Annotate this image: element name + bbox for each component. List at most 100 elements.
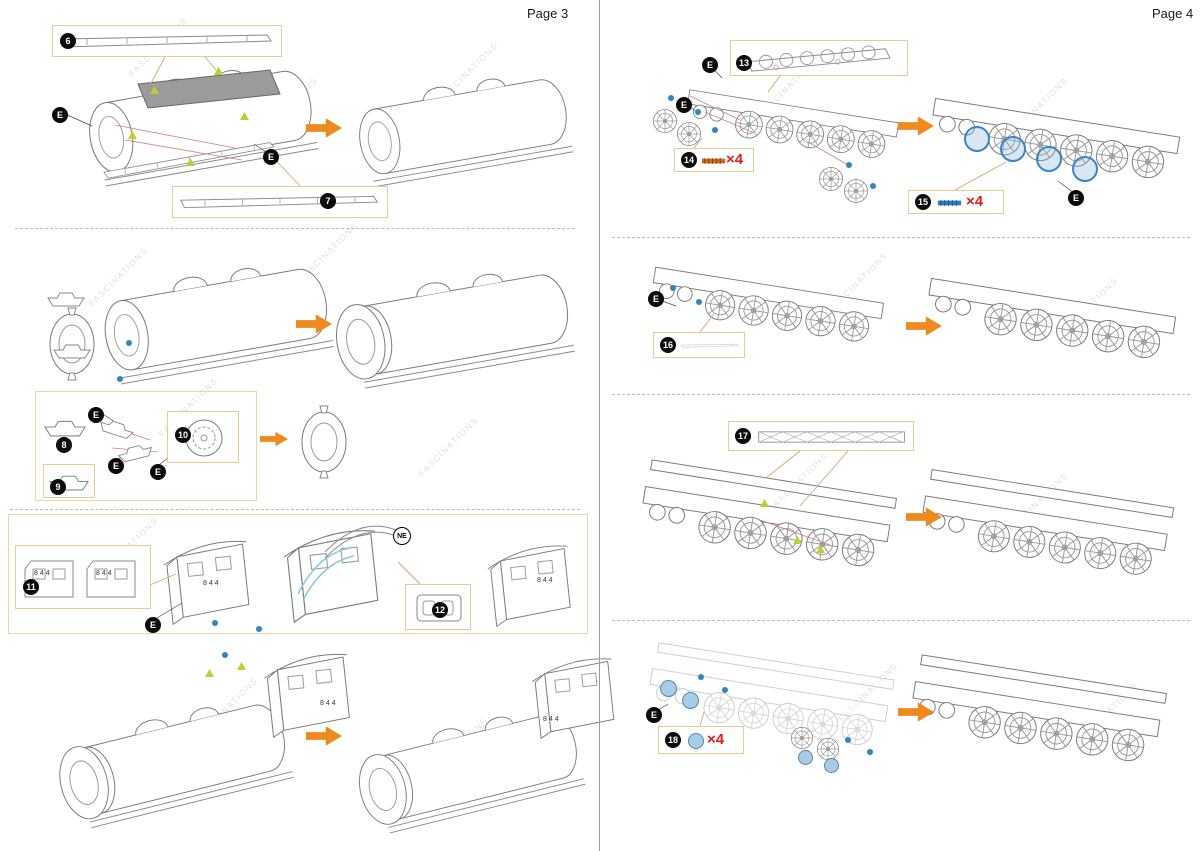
step-badge-8: 8 — [56, 437, 72, 453]
alignment-triangle — [760, 499, 769, 507]
washer-disc-part — [660, 680, 677, 697]
edge-marker: E — [150, 464, 166, 480]
edge-marker: E — [88, 407, 104, 423]
wheel-ring-highlight — [1000, 136, 1026, 162]
edge-marker: E — [108, 458, 124, 474]
step-badge-16: 16 — [660, 337, 676, 353]
attach-point-dot — [698, 674, 704, 680]
driver-wheel-part — [844, 179, 868, 203]
page-divider — [599, 0, 600, 851]
attach-point-dot — [670, 285, 676, 291]
cab-number-label: 844 — [34, 570, 52, 577]
washer-disc-part — [798, 750, 813, 765]
attach-point-dot — [256, 626, 262, 632]
quantity-label: ×4 — [707, 731, 725, 748]
section-separator — [612, 237, 1190, 238]
cab-number-label: 844 — [537, 577, 555, 584]
rivet-orange-icon — [701, 156, 727, 166]
alignment-triangle — [793, 536, 802, 544]
attach-point-dot — [212, 620, 218, 626]
alignment-triangle — [150, 86, 159, 94]
edge-marker: E — [52, 107, 68, 123]
part-7-running-board — [180, 195, 378, 209]
attach-point-dot — [712, 127, 718, 133]
quantity-label: ×4 — [726, 151, 744, 168]
attach-point-dot — [722, 687, 728, 693]
step-badge-18: 18 — [665, 732, 681, 748]
edge-marker: E — [676, 97, 692, 113]
attach-point-dot — [846, 162, 852, 168]
attach-point-dot — [696, 299, 702, 305]
quantity-label: ×4 — [966, 193, 984, 210]
step-badge-13: 13 — [736, 55, 752, 71]
driver-wheel-part — [790, 726, 814, 750]
attach-point-dot — [126, 340, 132, 346]
step-badge-9: 9 — [50, 479, 66, 495]
attach-point-dot — [845, 737, 851, 743]
part-box-7 — [172, 186, 388, 218]
section-separator — [612, 394, 1190, 395]
washer-disc-part — [682, 692, 699, 709]
edge-marker: E — [1068, 190, 1084, 206]
part-box-8-9-10-group — [35, 391, 257, 501]
part-11-cab-side — [86, 560, 136, 598]
cab-number-label: 844 — [543, 716, 561, 723]
attach-point-dot — [117, 376, 123, 382]
no-edge-marker: NE — [393, 527, 411, 545]
step-badge-15: 15 — [915, 194, 931, 210]
edge-marker: E — [646, 707, 662, 723]
driver-wheel-part — [653, 109, 677, 133]
part-16-strip — [680, 343, 739, 348]
part-box-13 — [730, 40, 908, 76]
edge-marker: E — [648, 291, 664, 307]
attach-point-dot — [695, 109, 701, 115]
edge-marker: E — [702, 57, 718, 73]
wheel-ring-highlight — [1072, 156, 1098, 182]
alignment-triangle — [214, 67, 223, 75]
cab-number-label: 844 — [203, 580, 221, 587]
alignment-triangle — [237, 662, 246, 670]
washer-disc-part — [824, 758, 839, 773]
attach-point-dot — [222, 652, 228, 658]
alignment-triangle — [205, 669, 214, 677]
part-18-washer-disc — [688, 733, 704, 749]
cab-number-label: 844 — [96, 570, 114, 577]
step-badge-17: 17 — [735, 428, 751, 444]
attach-point-dot — [870, 183, 876, 189]
cab-roof-part — [324, 525, 397, 559]
section-separator — [612, 620, 1190, 621]
part-6-running-board — [60, 34, 272, 48]
step-badge-14: 14 — [681, 152, 697, 168]
wheel-ring-highlight — [964, 126, 990, 152]
rivet-blue-icon — [937, 198, 963, 208]
driver-wheel-part — [677, 122, 701, 146]
part-17-frame-truss — [758, 431, 905, 443]
cab-assembly-group-box — [8, 514, 588, 634]
step-badge-12: 12 — [432, 602, 448, 618]
section-separator — [10, 509, 580, 510]
page-3-label: Page 3 — [527, 6, 569, 21]
edge-marker: E — [145, 617, 161, 633]
fold-guide-lines — [297, 547, 355, 599]
step-badge-10: 10 — [175, 427, 191, 443]
part-8-bracket — [44, 420, 86, 437]
cab-number-label: 844 — [320, 700, 338, 707]
alignment-triangle — [240, 112, 249, 120]
part-box-6 — [52, 25, 282, 57]
alignment-triangle — [816, 545, 825, 553]
attach-point-dot — [668, 95, 674, 101]
step-badge-11: 11 — [23, 579, 39, 595]
step-badge-6: 6 — [60, 33, 76, 49]
edge-marker: E — [263, 149, 279, 165]
part-box-17 — [728, 421, 914, 451]
page-4-label: Page 4 — [1152, 6, 1194, 21]
part-13-driver-frame — [746, 45, 891, 72]
wheel-ring-highlight — [1036, 146, 1062, 172]
section-separator — [15, 228, 575, 229]
part-box-11 — [15, 545, 151, 609]
alignment-triangle — [186, 158, 195, 166]
attach-point-dot — [867, 749, 873, 755]
alignment-triangle — [128, 131, 137, 139]
driver-wheel-part — [819, 167, 843, 191]
